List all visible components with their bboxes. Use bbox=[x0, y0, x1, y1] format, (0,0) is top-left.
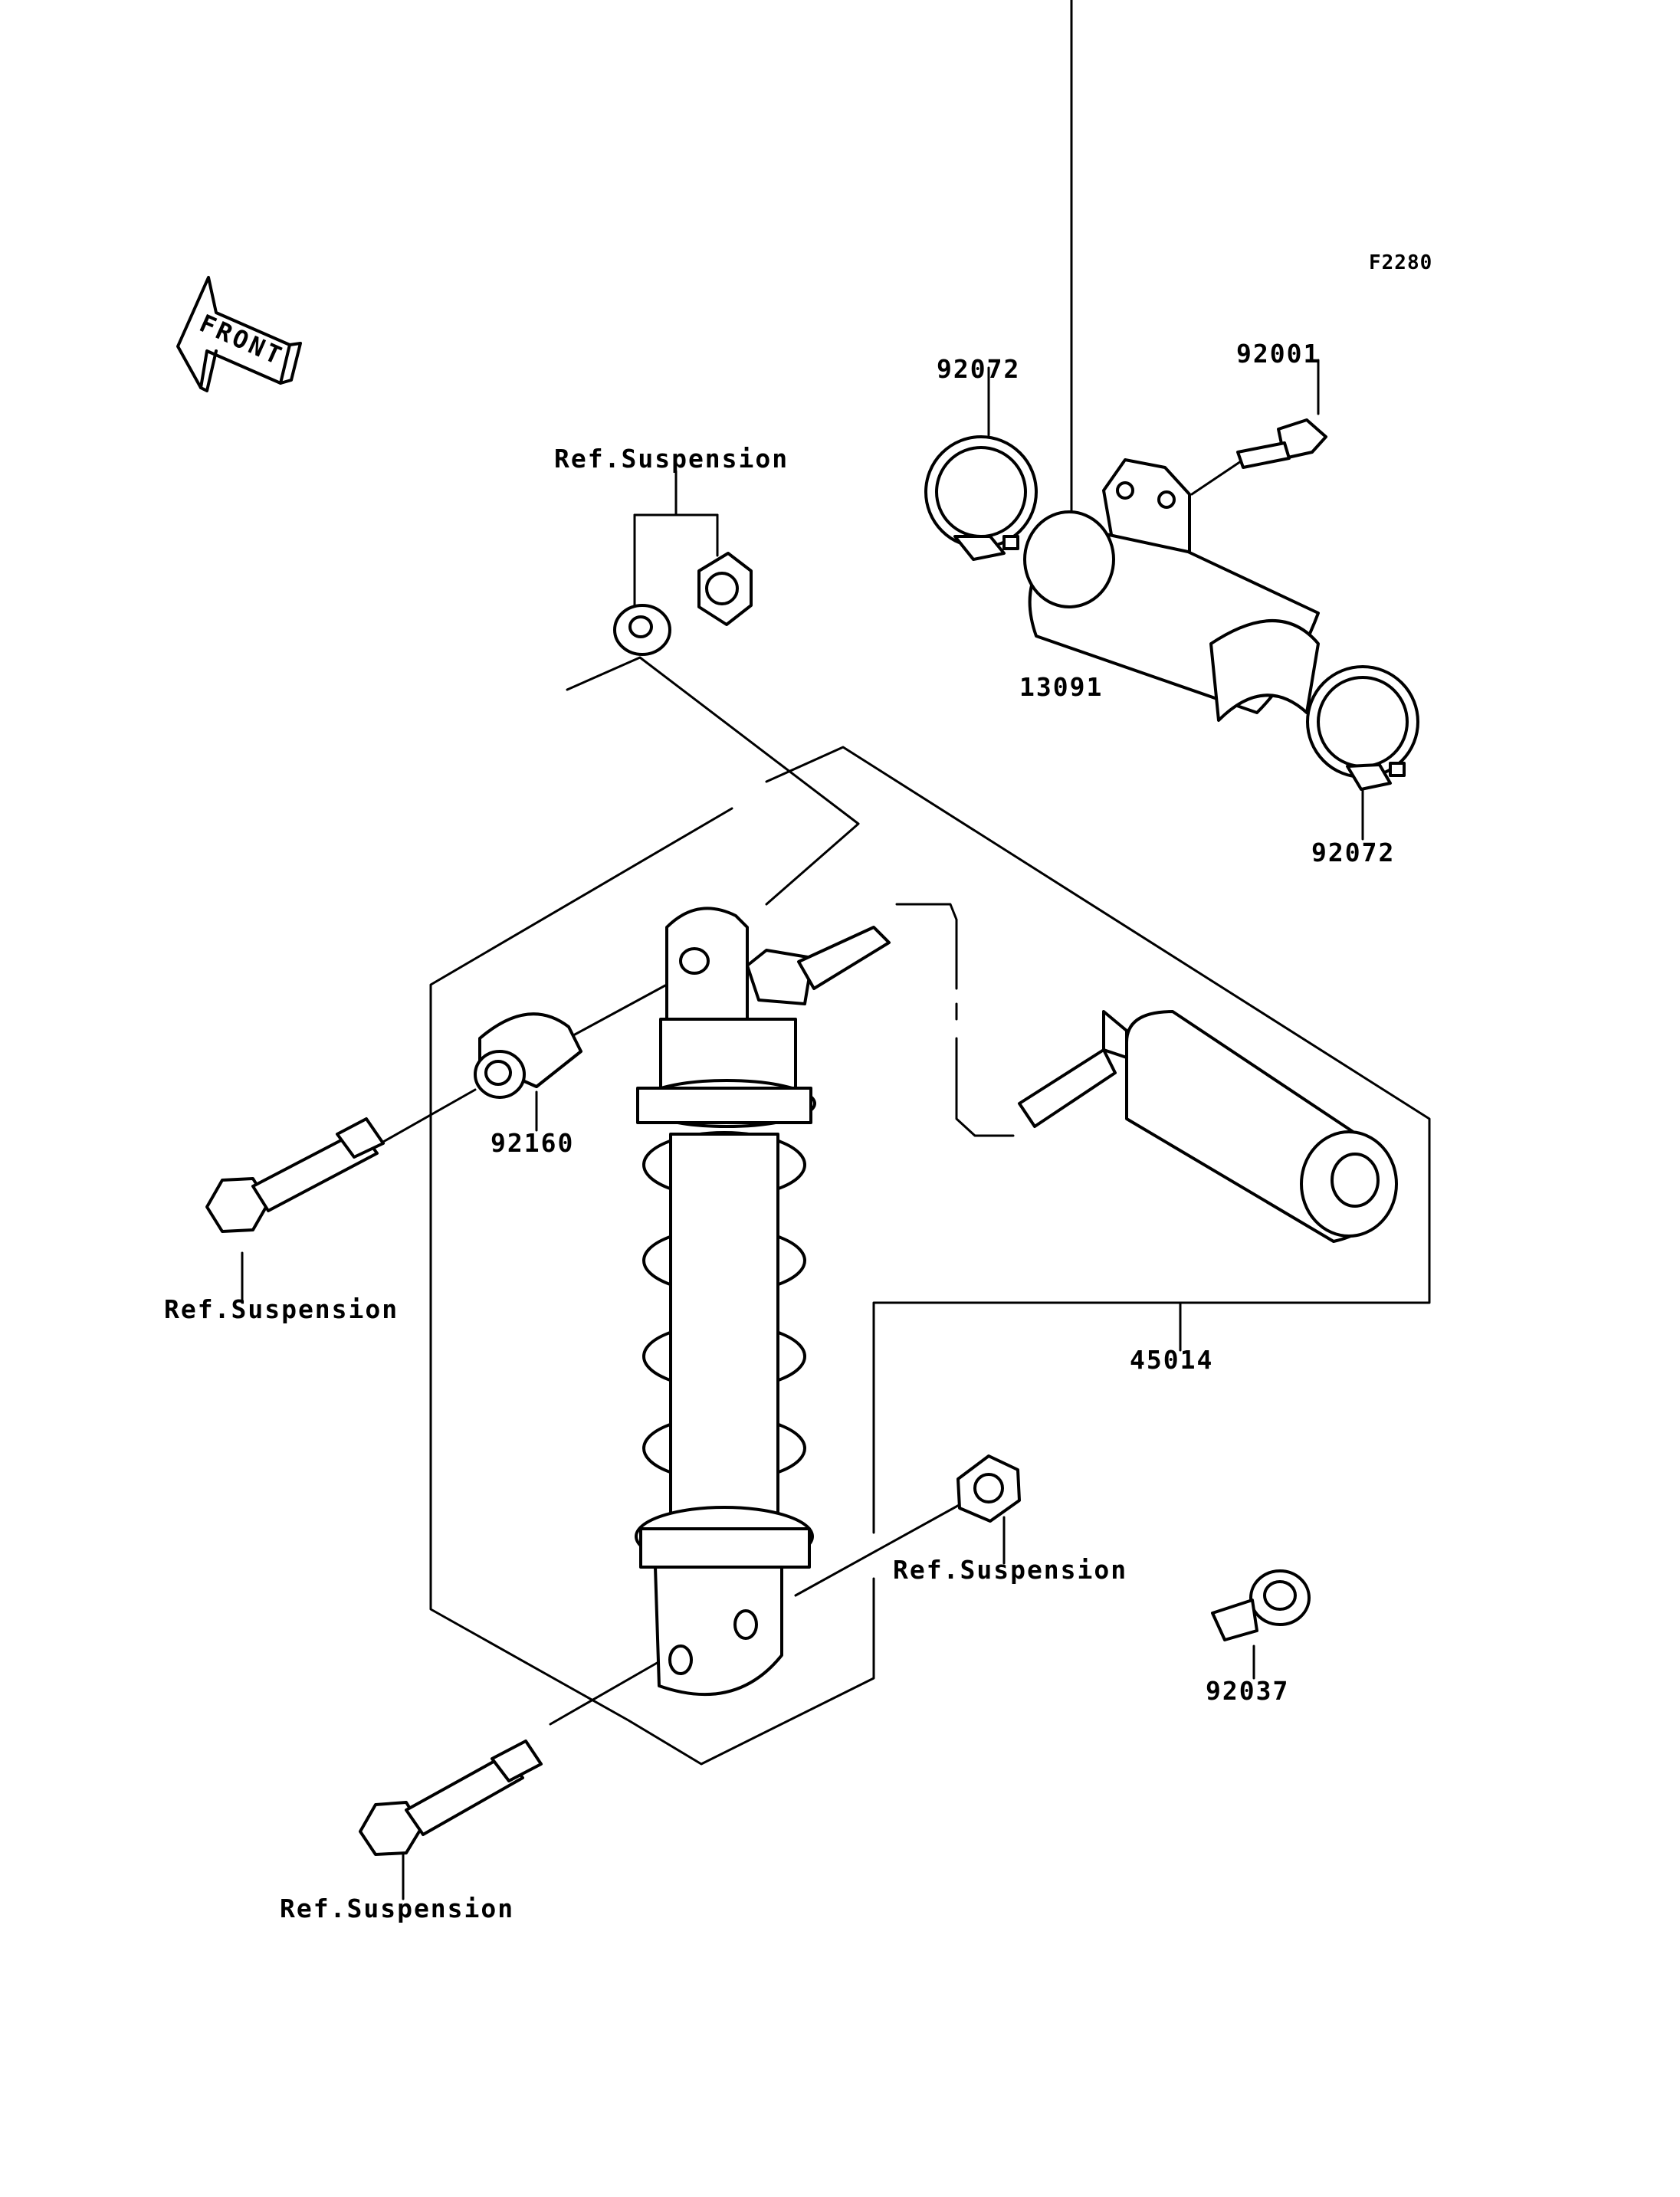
figure-code: F2280 bbox=[1369, 251, 1433, 274]
hose-clamp-bottom-icon bbox=[1306, 665, 1419, 791]
label-92072-top[interactable]: 92072 bbox=[937, 354, 1021, 384]
label-ref-suspension-bottom[interactable]: Ref.Suspension bbox=[280, 1894, 515, 1923]
leader-lines bbox=[241, 0, 1431, 1900]
label-ref-suspension-top[interactable]: Ref.Suspension bbox=[554, 444, 789, 474]
label-92001[interactable]: 92001 bbox=[1236, 339, 1321, 369]
bolt-left-icon bbox=[205, 1117, 385, 1233]
label-ref-suspension-left[interactable]: Ref.Suspension bbox=[164, 1294, 399, 1324]
reservoir-holder-icon bbox=[1023, 458, 1320, 722]
band-icon bbox=[1211, 1569, 1311, 1641]
label-92072-bottom[interactable]: 92072 bbox=[1311, 838, 1396, 867]
front-arrow-icon: FRONT bbox=[176, 276, 302, 392]
shock-absorber-icon bbox=[635, 907, 891, 1697]
collar-icon bbox=[474, 1012, 582, 1099]
label-92037[interactable]: 92037 bbox=[1206, 1676, 1290, 1706]
label-45014[interactable]: 45014 bbox=[1130, 1345, 1214, 1375]
bolt-small-icon bbox=[1236, 418, 1327, 469]
nut-right-icon bbox=[956, 1454, 1021, 1523]
nut-icon bbox=[697, 552, 753, 626]
label-13091[interactable]: 13091 bbox=[1019, 672, 1104, 702]
label-92160[interactable]: 92160 bbox=[491, 1128, 575, 1158]
washer-icon bbox=[613, 604, 671, 656]
hose-clamp-top-icon bbox=[924, 435, 1038, 561]
label-ref-suspension-right[interactable]: Ref.Suspension bbox=[893, 1555, 1128, 1585]
reservoir-canister-icon bbox=[1018, 1010, 1398, 1243]
bolt-bottom-icon bbox=[359, 1740, 543, 1856]
